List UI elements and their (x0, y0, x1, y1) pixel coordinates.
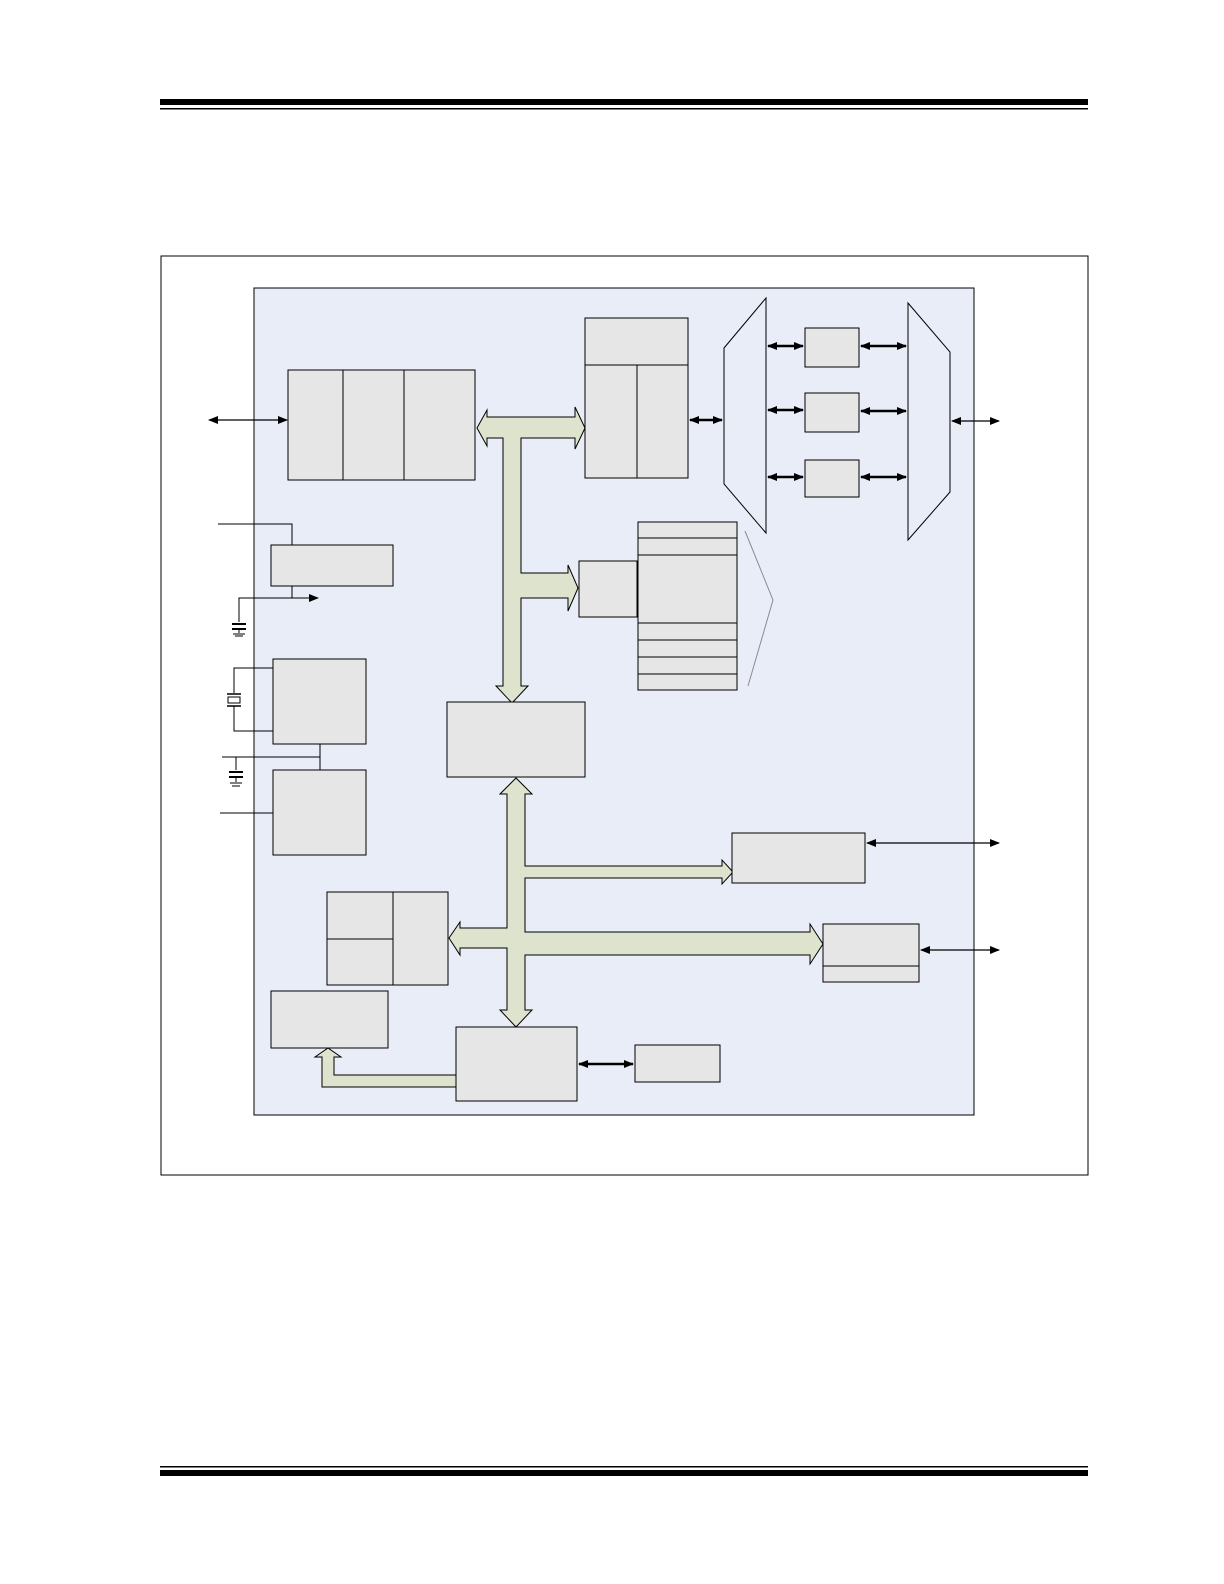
system-bus-upper (476, 406, 586, 704)
capacitor-symbol-2 (229, 771, 243, 787)
peripheral-block-2-group (822, 923, 920, 983)
regulator-cap-line (238, 597, 292, 622)
timer-block-group (326, 891, 449, 986)
header-rule-thick (160, 99, 1088, 105)
regulator-block (270, 544, 394, 587)
memory-callout-bracket (744, 530, 774, 687)
footer-rule-thin (160, 1466, 1088, 1468)
right-mux (907, 301, 951, 542)
mid-block-1 (804, 327, 860, 368)
memory-small-block (578, 560, 638, 618)
regulator-input-line (218, 523, 293, 545)
memory-stack (637, 521, 738, 691)
system-bus-lower (448, 777, 824, 1028)
memory-block-group (578, 521, 738, 691)
mid-block-2 (804, 392, 860, 433)
cpu-block (446, 701, 586, 778)
header-rule-thin (160, 108, 1088, 110)
crystal-symbol (227, 693, 241, 707)
crystal-line-bottom (233, 706, 273, 732)
capacitor-symbol (232, 623, 246, 637)
bus-branch-bottom-left (313, 1047, 457, 1088)
reset-block (272, 769, 367, 856)
peripheral-block-2 (822, 923, 920, 983)
bottom-right-block (634, 1044, 721, 1083)
top-left-block-group (287, 369, 476, 481)
oscillator-block (272, 658, 367, 745)
bottom-left-block (270, 990, 389, 1049)
footer-rule-thick (160, 1470, 1088, 1476)
left-mux (723, 296, 767, 535)
top-left-block (287, 369, 476, 481)
bottom-center-block (455, 1026, 578, 1102)
top-center-block-group (584, 317, 689, 479)
mid-block-3 (804, 459, 860, 498)
crystal-line-top (233, 667, 273, 693)
peripheral-block-1 (731, 832, 866, 884)
